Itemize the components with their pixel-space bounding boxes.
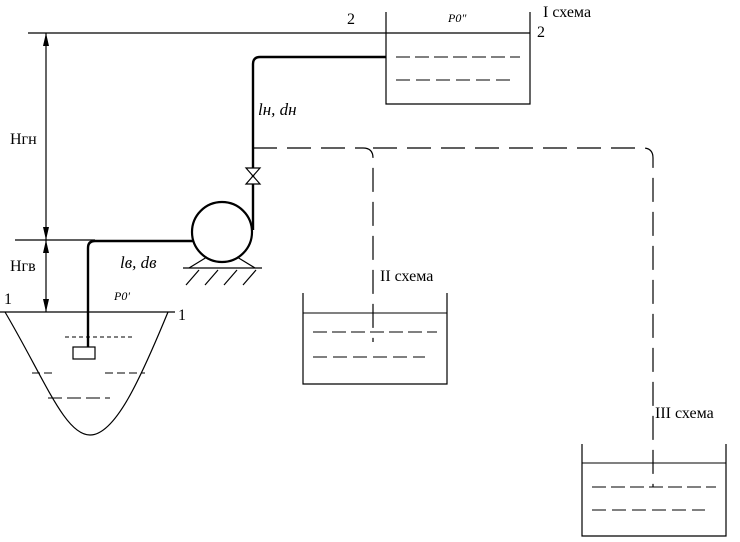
pressure-bottom-label: P0'	[113, 289, 130, 303]
suction-pipe-label: lв, dв	[120, 253, 157, 272]
ground-hatch	[185, 269, 200, 286]
valve-icon	[244, 175, 262, 185]
pump-support	[236, 256, 256, 269]
tank-scheme-1	[385, 12, 531, 105]
pressure-top-label: P0"	[447, 11, 467, 25]
pipe-scheme-2	[253, 147, 374, 342]
suction-strainer	[72, 346, 96, 360]
ground-hatch	[223, 269, 238, 286]
discharge-pipe-label: lн, dн	[258, 100, 297, 119]
scheme-1-label: I схема	[543, 4, 591, 21]
arrow-down-icon	[43, 299, 49, 312]
section-1-right-label: 1	[178, 307, 186, 324]
scheme-3-label: III схема	[655, 405, 714, 422]
lower-reservoir	[4, 311, 169, 436]
valve-icon	[244, 167, 262, 177]
tank-scheme-3	[581, 444, 727, 537]
ground-hatch	[242, 269, 257, 286]
arrow-down-icon	[43, 227, 49, 240]
discharge-pipe	[251, 55, 386, 230]
scheme-2-label: II схема	[380, 268, 433, 285]
suction-pipe	[86, 239, 217, 347]
pump-support	[188, 256, 208, 269]
arrow-up-icon	[43, 33, 49, 46]
height-suction-label: Hгв	[10, 258, 36, 275]
tank-scheme-2	[302, 293, 448, 385]
pump-icon	[190, 200, 254, 264]
section-2-right-label: 2	[537, 24, 545, 41]
section-1-left-label: 1	[4, 291, 12, 308]
pipe-scheme-3	[373, 147, 654, 487]
arrow-up-icon	[43, 240, 49, 253]
height-discharge-label: Hгн	[10, 131, 37, 148]
ground-hatch	[204, 269, 219, 286]
section-2-left-label: 2	[347, 11, 355, 28]
